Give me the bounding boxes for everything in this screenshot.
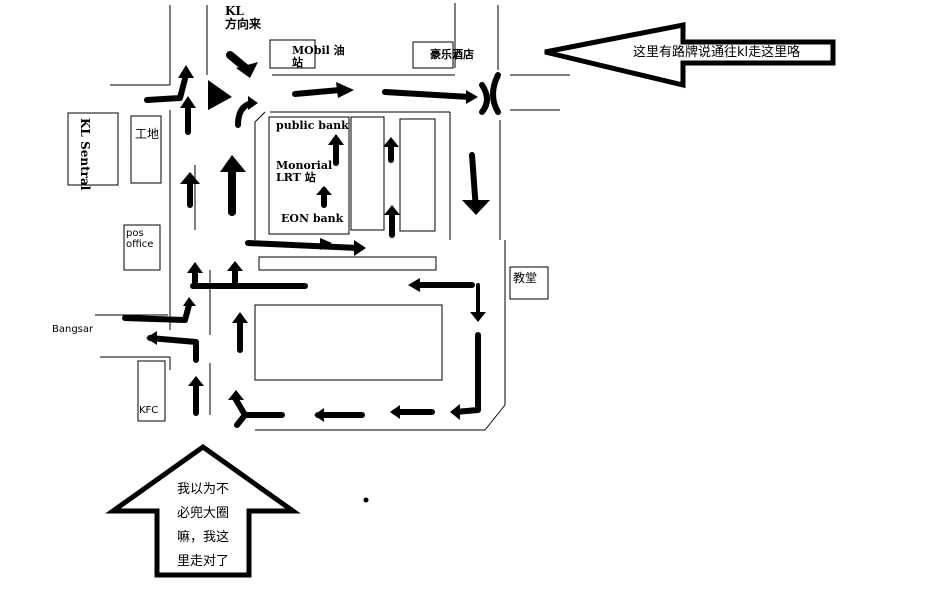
arrow-path xyxy=(234,412,248,428)
arrow-path xyxy=(245,240,361,251)
arrow-head xyxy=(236,62,258,78)
monorail-text-1: Monorial xyxy=(276,159,333,172)
arrow-head xyxy=(328,134,344,145)
arrow-head xyxy=(390,405,400,419)
bottom-callout-line: 我以为不 xyxy=(177,482,230,497)
bottom-callout-line: 必兜大圈 xyxy=(177,506,230,521)
arrow-heads xyxy=(146,62,490,422)
bottom-callout-line: 里走对了 xyxy=(177,554,230,569)
block-building xyxy=(350,116,385,231)
arrow-head xyxy=(383,137,399,147)
arrow-head xyxy=(183,297,196,306)
mobil-label: MObil 油 站 xyxy=(292,44,345,70)
arrow-path xyxy=(479,82,490,115)
arrow-head xyxy=(187,262,203,273)
arrow-path xyxy=(292,87,343,97)
arrow-head xyxy=(146,331,157,345)
right-callout-text: 这里有路牌说通往kl走这里咯 xyxy=(633,45,801,60)
route-arrows xyxy=(122,51,501,428)
kl-sentral-label: KL Sentral xyxy=(78,118,93,191)
hotel-label: 豪乐酒店 xyxy=(430,48,474,61)
arrow-path xyxy=(452,332,481,415)
bottom-callout-line: 嘛，我这 xyxy=(177,530,230,545)
arrow-head xyxy=(227,261,243,271)
arrow-head xyxy=(180,96,196,108)
arrow-path xyxy=(144,72,189,103)
construction-building xyxy=(130,115,162,184)
dot xyxy=(363,497,369,503)
bottom-callout-text: 我以为不 必兜大圈 嘛，我这 里走对了 xyxy=(177,478,229,574)
buildings xyxy=(67,39,549,422)
monorail-text-2: LRT 站 xyxy=(276,171,316,185)
callout-arrow-up xyxy=(105,443,301,578)
kfc-building xyxy=(137,360,166,422)
road-line xyxy=(484,404,506,431)
mobil-building xyxy=(269,39,316,69)
kl-sentral-text-2: Sentral xyxy=(78,141,93,191)
hotel-building xyxy=(412,41,454,69)
kl-direction-sub-text: 方向来 xyxy=(225,17,262,32)
callout-arrow-right xyxy=(544,21,836,89)
arrow-head xyxy=(188,376,204,386)
arrow-head xyxy=(180,172,200,184)
church-label: 教堂 xyxy=(513,271,538,285)
road-lines xyxy=(95,3,570,431)
arrow-path xyxy=(147,335,199,363)
arrow-head xyxy=(316,186,332,195)
arrow-head xyxy=(228,390,244,400)
arrow-head xyxy=(354,240,366,256)
arrow-head xyxy=(248,96,258,110)
arrow-head xyxy=(314,408,324,422)
kl-sentral-building xyxy=(67,112,119,186)
arrow-head xyxy=(336,82,354,98)
kl-direction-text: KL xyxy=(225,4,244,18)
pos-office-building xyxy=(123,224,161,271)
arrow-head xyxy=(450,404,460,420)
arrow-path xyxy=(382,89,473,100)
arrow-head xyxy=(466,90,478,104)
arrow-head xyxy=(208,80,232,110)
arrow-head xyxy=(220,155,246,172)
mobil-sub-text: 站 xyxy=(292,56,303,70)
kl-direction-label: KL 方向来 xyxy=(225,4,262,32)
arrow-head xyxy=(232,312,248,323)
kl-sentral-text-1: KL xyxy=(78,118,93,137)
block-building xyxy=(399,118,436,232)
arrow-head xyxy=(178,65,194,78)
kfc-label: KFC xyxy=(139,405,159,416)
construction-label: 工地 xyxy=(135,127,160,141)
pos-office-text-2: office xyxy=(126,239,154,250)
arrow-head xyxy=(384,205,400,215)
eon-bank-label: EON bank xyxy=(281,212,344,225)
arrow-path xyxy=(122,302,192,323)
monorail-label: Monorial LRT 站 xyxy=(276,159,333,185)
pos-office-text-1: pos xyxy=(126,228,144,239)
mobil-text: MObil 油 xyxy=(292,44,345,57)
public-bank-label: public bank xyxy=(276,119,349,132)
arrow-head xyxy=(408,278,420,292)
arrow-head xyxy=(320,238,332,250)
block-building xyxy=(254,304,443,381)
arrow-head xyxy=(470,312,486,322)
road-line xyxy=(254,111,266,123)
bangsar-label: Bangsar xyxy=(52,324,94,335)
arrow-path xyxy=(490,72,501,115)
church-building xyxy=(509,266,549,300)
pos-office-label: pos office xyxy=(126,228,153,250)
arrow-head xyxy=(462,200,490,215)
arrow-path xyxy=(232,395,285,418)
divider-building xyxy=(258,256,437,271)
